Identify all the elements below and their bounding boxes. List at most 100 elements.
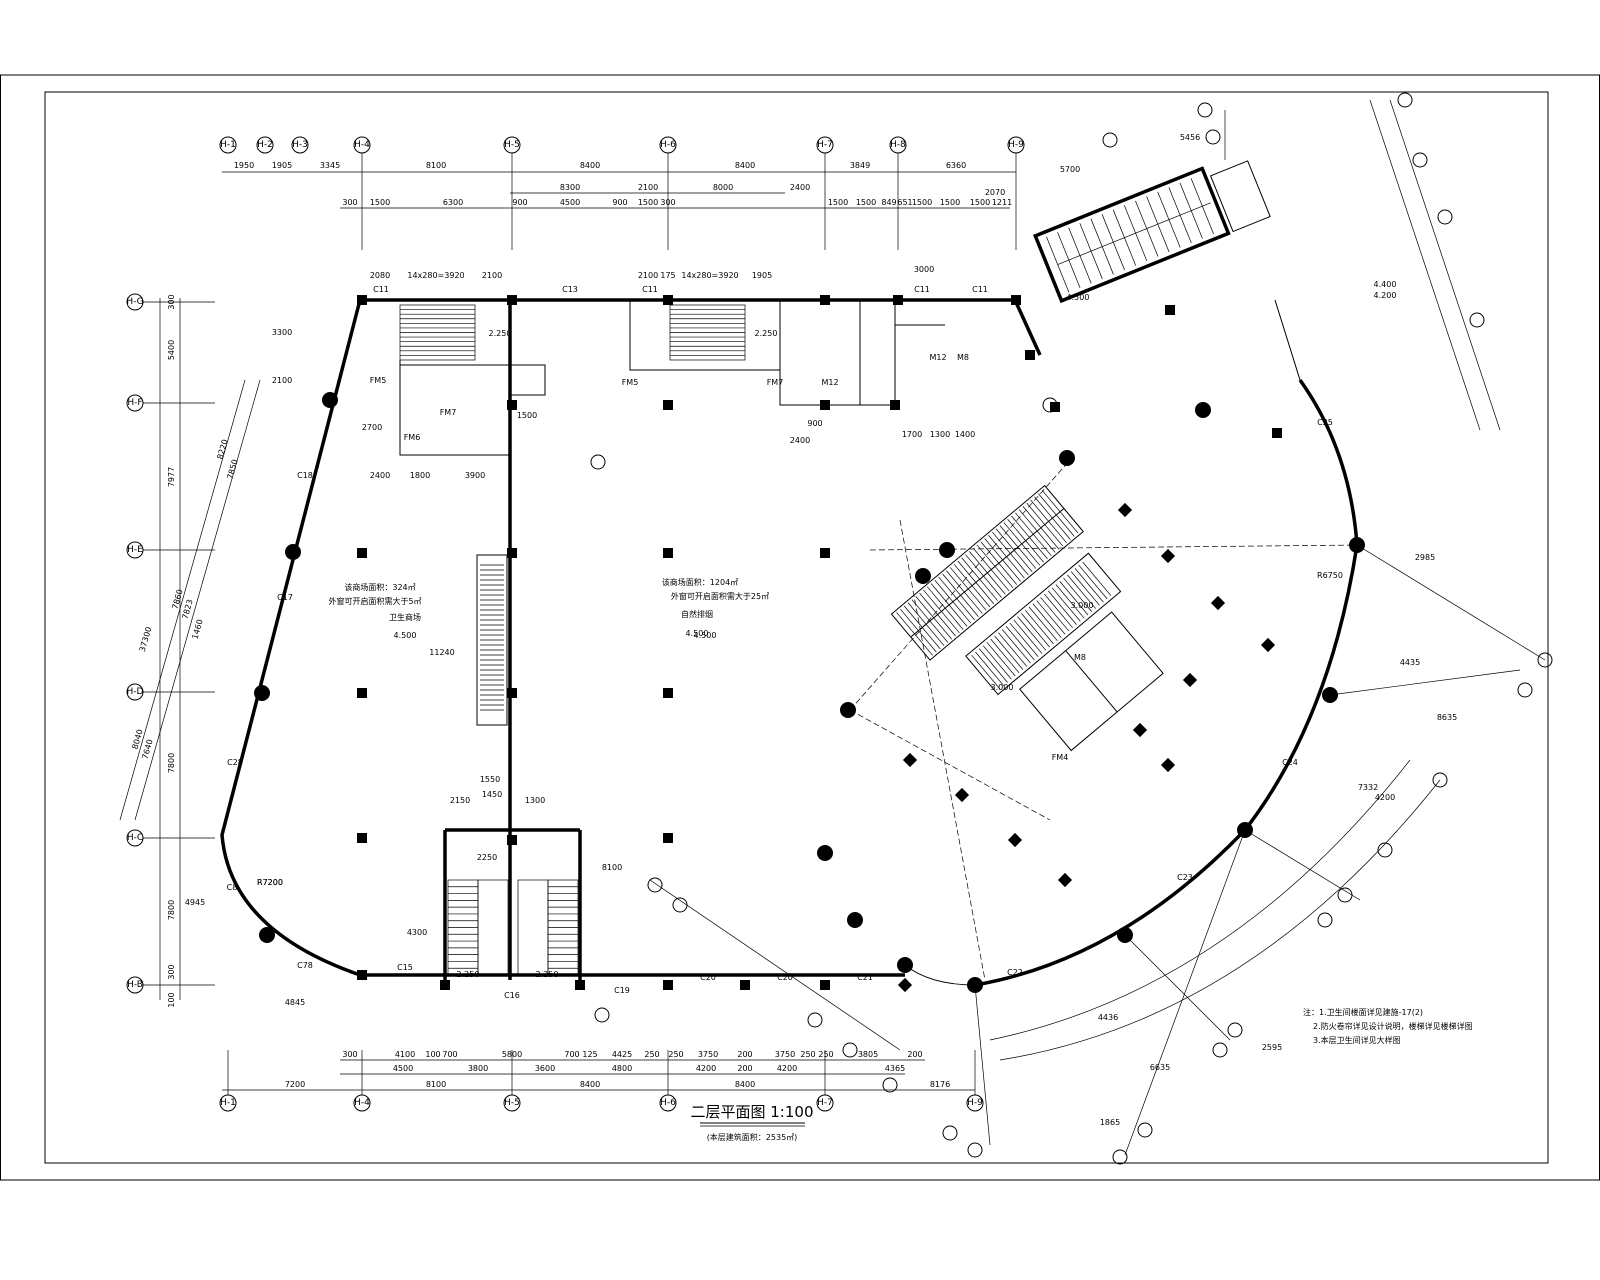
axis-bubble [816, 136, 834, 154]
column [1057, 872, 1073, 888]
column [954, 787, 970, 803]
axis-bubble [807, 1012, 823, 1028]
axis-label: H-1 [220, 140, 236, 150]
dimension-text: 900 [512, 198, 527, 207]
dimension-text: 1500 [828, 198, 848, 207]
dimension-text: 200 [907, 1050, 922, 1059]
column-label: C25 [1317, 418, 1333, 427]
column [507, 548, 517, 558]
level-mark: 4.200 [1374, 291, 1397, 300]
column [663, 980, 673, 990]
dimension-text: 4436 [1098, 1013, 1118, 1022]
door-label: M12 [929, 353, 946, 362]
dimension-text: 4365 [885, 1064, 905, 1073]
column-label: C16 [504, 991, 520, 1000]
axis-label: H-F [127, 398, 142, 408]
axis-label: H-3 [292, 140, 308, 150]
column [507, 295, 517, 305]
column [440, 980, 450, 990]
column-label: C11 [642, 285, 658, 294]
axis-label: H-E [127, 545, 143, 555]
axis-bubble [1212, 1042, 1228, 1058]
column [507, 400, 517, 410]
note-line: 3.本层卫生间详见大样图 [1313, 1035, 1401, 1045]
axis-label: H-D [127, 687, 144, 697]
axis-bubble [594, 1007, 610, 1023]
escalator-left [476, 554, 508, 726]
axis-bubble [126, 829, 144, 847]
room-note: 外窗可开启面积需大于5㎡ [328, 596, 421, 606]
column-label: C20 [700, 973, 716, 982]
column-label: C18 [297, 471, 313, 480]
dimension-text: 4200 [777, 1064, 797, 1073]
dimension-text: 3000 [914, 265, 934, 274]
dimension-text: 1905 [752, 271, 772, 280]
column [890, 400, 900, 410]
dimension-text: 300 [167, 294, 176, 309]
dimension-text: 6635 [1150, 1063, 1170, 1072]
dimension-text: 8100 [602, 863, 622, 872]
dimension-text: 200 [737, 1050, 752, 1059]
column [893, 295, 903, 305]
axis-bubble [1112, 1149, 1128, 1165]
dimension-lines [119, 99, 1501, 1091]
axis-bubble [816, 1094, 834, 1112]
level-mark: 3.000 [991, 683, 1014, 692]
general-notes: 注：1.卫生间楼面详见建施-17(2) 2.防火卷帘详见设计说明，楼梯详见楼梯详… [1303, 1007, 1473, 1045]
dimension-text: 300 [342, 1050, 357, 1059]
dimension-text: 8400 [735, 161, 755, 170]
round-column [840, 702, 856, 718]
dimension-text: 2070 [985, 188, 1005, 197]
dimension-text: 2400 [790, 436, 810, 445]
dimension-text: 1211 [992, 198, 1012, 207]
dimension-text: 4200 [696, 1064, 716, 1073]
axis-bubble [1227, 1022, 1243, 1038]
door-label: FM4 [1052, 753, 1069, 762]
column-label: C21 [857, 973, 873, 982]
room-level: 4.500 [686, 629, 709, 638]
dimension-text: 3800 [468, 1064, 488, 1073]
door-label: FM5 [370, 376, 387, 385]
axis-bubble [882, 1077, 898, 1093]
axis-bubble [1007, 136, 1025, 154]
room-area: 该商场面积：324㎡ [344, 582, 415, 592]
dimension-text: 8300 [560, 183, 580, 192]
building-walls [220, 160, 1359, 990]
column [820, 400, 830, 410]
column [897, 977, 913, 993]
axis-bubble [1377, 842, 1393, 858]
dimension-text: 4500 [560, 198, 580, 207]
column [1117, 502, 1133, 518]
level-mark: 2.250 [489, 329, 512, 338]
dimension-text: 900 [807, 419, 822, 428]
dimension-text: 1700 [902, 430, 922, 439]
door-label: M8 [957, 353, 969, 362]
column [1260, 637, 1276, 653]
dimension-text: 849 [881, 198, 896, 207]
round-column [322, 392, 338, 408]
level-mark: 2.250 [755, 329, 778, 338]
round-column [1059, 450, 1075, 466]
axis-label: H-6 [660, 1098, 676, 1108]
axis-bubble [659, 136, 677, 154]
dimension-text: 1500 [517, 411, 537, 420]
dimension-text: 2400 [790, 183, 810, 192]
column [1160, 757, 1176, 773]
inner-frame [44, 91, 1549, 1164]
door-label: FM7 [440, 408, 457, 417]
column [575, 980, 585, 990]
dimension-text: 37300 [138, 626, 154, 653]
level-mark: 4.400 [1374, 280, 1397, 289]
column [1132, 722, 1148, 738]
dimension-text: 300 [342, 198, 357, 207]
dimension-text: 4945 [185, 898, 205, 907]
axis-bubble [1397, 92, 1413, 108]
dimension-text: 7800 [167, 753, 176, 773]
round-column [939, 542, 955, 558]
axis-bubble [1412, 152, 1428, 168]
dimension-text: 1865 [1100, 1118, 1120, 1127]
axis-bubble [353, 136, 371, 154]
column [663, 400, 673, 410]
dimension-text: 651 [897, 198, 912, 207]
dimension-text: 2080 [370, 271, 390, 280]
